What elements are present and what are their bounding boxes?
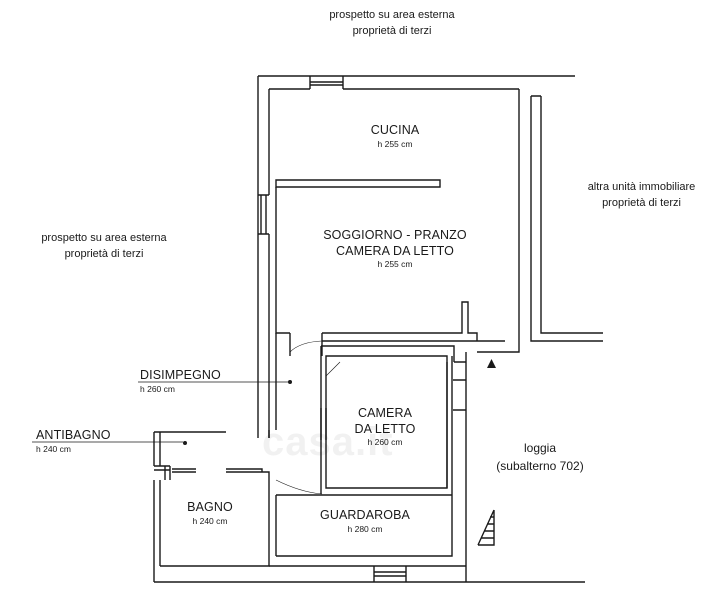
note-left: prospetto su area esterna proprietà di t… xyxy=(4,230,204,262)
note-top-line1: prospetto su area esterna xyxy=(329,9,455,21)
room-camera-name-2: DA LETTO xyxy=(354,421,416,436)
wall-outer-top xyxy=(258,75,575,90)
room-soggiorno: SOGGIORNO - PRANZO CAMERA DA LETTO h 255… xyxy=(310,228,480,270)
room-guardaroba-name: GUARDAROBA xyxy=(320,508,410,522)
wall-bagno xyxy=(160,471,270,567)
wall-kitchen xyxy=(275,179,441,188)
room-cucina-name: CUCINA xyxy=(370,123,420,137)
stairs xyxy=(477,509,495,546)
watermark: casa.it xyxy=(262,420,394,464)
window-bottom xyxy=(373,566,407,582)
label-antibagno: ANTIBAGNO h 240 cm xyxy=(36,428,111,454)
note-loggia: loggia (subalterno 702) xyxy=(470,439,610,475)
room-cucina-height: h 255 cm xyxy=(377,138,413,149)
note-left-line2: proprietà di terzi xyxy=(64,248,144,260)
room-guardaroba-height: h 280 cm xyxy=(347,523,383,534)
label-antibagno-name: ANTIBAGNO xyxy=(36,428,111,442)
label-disimpegno: DISIMPEGNO h 260 cm xyxy=(140,368,221,394)
label-antibagno-height: h 240 cm xyxy=(36,443,71,454)
label-disimpegno-name: DISIMPEGNO xyxy=(140,368,221,382)
room-soggiorno-name-2: CAMERA DA LETTO xyxy=(336,243,454,258)
wall-east-lower xyxy=(451,352,467,582)
door-swing-camera xyxy=(325,361,341,377)
room-bagno-name: BAGNO xyxy=(187,500,233,514)
room-camera-height: h 260 cm xyxy=(367,437,403,448)
note-right-line1: altra unità immobiliare xyxy=(587,181,696,193)
wall-guardaroba xyxy=(275,494,453,557)
room-camera: CAMERA DA LETTO h 260 cm xyxy=(335,406,435,448)
note-right-line2: proprietà di terzi xyxy=(602,197,681,209)
wall-outer-bottom xyxy=(154,565,466,583)
note-right: altra unità immobiliare proprietà di ter… xyxy=(573,179,710,211)
entrance-arrow-icon xyxy=(487,359,496,368)
antibagno-marker xyxy=(183,441,187,445)
room-guardaroba: GUARDAROBA h 280 cm xyxy=(300,508,430,534)
disimpegno-marker xyxy=(288,380,292,384)
wall-antibagno-door xyxy=(154,465,171,480)
room-bagno: BAGNO h 240 cm xyxy=(170,500,250,526)
room-bagno-height: h 240 cm xyxy=(192,515,228,526)
wall-outer-left xyxy=(257,76,270,438)
room-soggiorno-height: h 255 cm xyxy=(377,259,413,270)
wall-east-block xyxy=(531,95,603,334)
note-loggia-line1: loggia xyxy=(523,441,557,455)
note-loggia-line2: (subalterno 702) xyxy=(496,459,584,473)
room-camera-name-1: CAMERA xyxy=(357,406,413,420)
wall-bagno-inner xyxy=(172,468,263,472)
window-east xyxy=(453,379,466,411)
window-left xyxy=(258,194,269,235)
door-loggia xyxy=(477,340,505,353)
wall-antibagno xyxy=(153,431,226,582)
label-disimpegno-height: h 260 cm xyxy=(140,383,175,394)
note-top-line2: proprietà di terzi xyxy=(352,25,432,37)
door-swing-guardaroba xyxy=(275,479,323,495)
room-cucina: CUCINA h 255 cm xyxy=(330,123,460,149)
wall-corridor-b xyxy=(321,333,477,356)
window-top xyxy=(309,76,344,89)
wall-corridor xyxy=(268,333,291,438)
room-soggiorno-name-1: SOGGIORNO - PRANZO xyxy=(323,228,467,242)
wall-camera-door xyxy=(320,408,327,440)
door-swing-living xyxy=(289,340,323,353)
wall-east-living xyxy=(505,89,603,353)
note-top: prospetto su area esterna proprietà di t… xyxy=(292,7,492,39)
note-left-line1: prospetto su area esterna xyxy=(41,232,167,244)
